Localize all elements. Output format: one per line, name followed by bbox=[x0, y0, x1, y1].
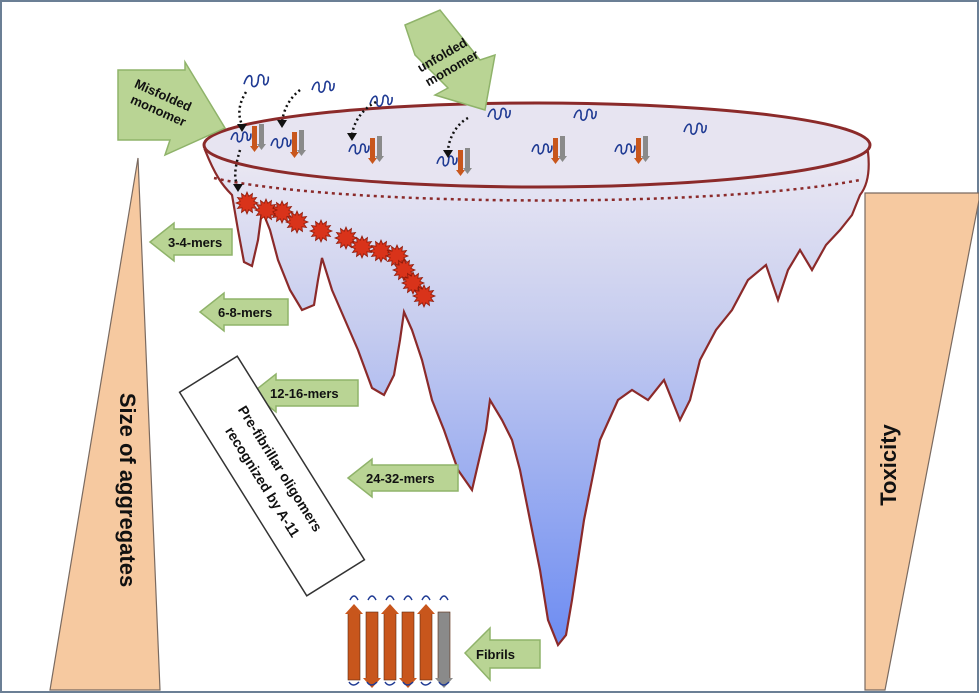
unfolded-coil bbox=[243, 73, 270, 88]
oligomer-arrow-4: 24-32-mers bbox=[346, 457, 459, 499]
oligomer-star bbox=[411, 283, 437, 309]
oligomer-arrow-label: 6-8-mers bbox=[218, 305, 272, 320]
oligomer-star bbox=[349, 234, 375, 260]
monomers-on-rim bbox=[230, 124, 650, 176]
oligomer-arrow-3: 12-16-mers bbox=[250, 372, 359, 414]
fibrils-label: Fibrils bbox=[476, 647, 515, 662]
oligomer-arrow-label: 3-4-mers bbox=[168, 235, 222, 250]
folded-monomer bbox=[348, 136, 384, 164]
unfolded-monomer-arrow: unfolded monomer bbox=[404, 9, 496, 111]
fibril-strand bbox=[417, 595, 435, 686]
unfolded-coil bbox=[369, 94, 393, 107]
fibril-strand bbox=[399, 595, 417, 688]
oligomer-aggregates bbox=[234, 190, 437, 309]
folded-monomer bbox=[614, 136, 650, 164]
fibril-strands bbox=[345, 595, 453, 688]
oligomer-star bbox=[253, 197, 279, 223]
fibrils-arrow: Fibrils bbox=[463, 626, 541, 682]
unfolded-coil bbox=[573, 108, 597, 121]
free-unfolded-coils bbox=[243, 73, 707, 135]
dotted-contour-line bbox=[213, 176, 861, 202]
size-of-aggregates-label: Size of aggregates bbox=[115, 393, 140, 587]
oligomer-arrow-label: 24-32-mers bbox=[366, 471, 435, 486]
fibril-strand bbox=[363, 595, 381, 688]
misfolded-monomer-arrow: Misfolded monomer bbox=[117, 59, 227, 157]
toxicity-label: Toxicity bbox=[876, 423, 901, 505]
energy-funnel-body bbox=[203, 148, 870, 648]
folded-monomer bbox=[230, 124, 266, 152]
oligomer-star bbox=[308, 218, 334, 244]
unfolded-coil bbox=[487, 107, 511, 120]
oligomer-arrow-1: 3-4-mers bbox=[148, 221, 233, 263]
oligomer-size-arrows: 3-4-mers 6-8-mers 12-16-mers 24-32-mers bbox=[148, 221, 459, 499]
unfolded-coil bbox=[311, 80, 335, 93]
folded-monomer bbox=[270, 130, 306, 158]
folded-monomer bbox=[436, 148, 472, 176]
dotted-arrow-heads bbox=[233, 120, 453, 192]
folded-monomer bbox=[531, 136, 567, 164]
toxicity-wedge: Toxicity bbox=[864, 192, 979, 691]
size-of-aggregates-wedge: Size of aggregates bbox=[49, 157, 161, 691]
oligomer-arrow-2: 6-8-mers bbox=[198, 291, 289, 333]
fibril-strand bbox=[381, 595, 399, 686]
oligomer-star bbox=[234, 190, 260, 216]
fibril-strand bbox=[435, 595, 453, 688]
unfolded-coil bbox=[683, 122, 707, 135]
oligomer-star bbox=[284, 209, 310, 235]
fibril-strand bbox=[345, 595, 363, 686]
oligomer-star bbox=[368, 238, 394, 264]
oligomer-arrow-label: 12-16-mers bbox=[270, 386, 339, 401]
